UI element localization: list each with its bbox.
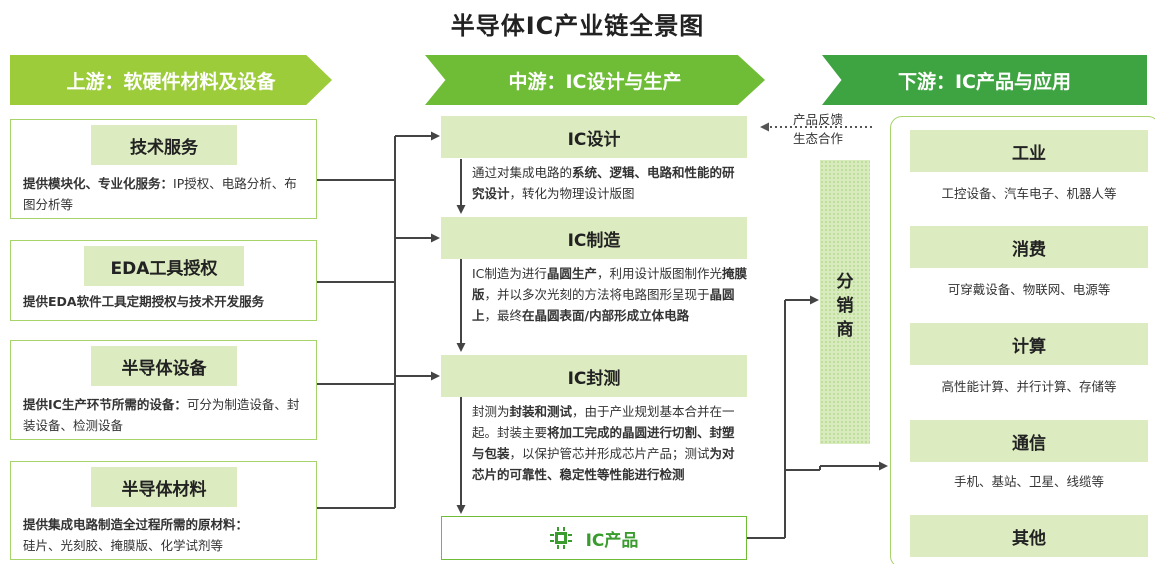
distributor-char-1: 分 (836, 272, 854, 292)
chip-icon (549, 527, 572, 549)
distributor-column: 分 销 商 (820, 160, 870, 444)
stage-downstream-banner: 下游：IC产品与应用 (822, 55, 1147, 105)
page-title: 半导体IC产业链全景图 (450, 12, 705, 40)
downstream-desc-communication: 手机、基站、卫星、线缆等 (953, 474, 1104, 489)
upstream-desc-tech-service: 提供模块化、专业化服务：IP授权、电路分析、布图分析等 (23, 176, 297, 212)
midstream-desc-package: 封测为封装和测试，由于产业规划基本合并在一起。封装主要将加工完成的晶圆进行切割、… (472, 404, 735, 482)
upstream-head-materials: 半导体材料 (91, 467, 237, 507)
upstream-head-eda: EDA工具授权 (84, 246, 244, 286)
upstream-box-tech-service: 技术服务 提供模块化、专业化服务：IP授权、电路分析、布图分析等 (10, 119, 317, 219)
midstream-desc-design: 通过对集成电路的系统、逻辑、电路和性能的研究设计，转化为物理设计版图 (472, 165, 735, 201)
upstream-desc-materials: 提供集成电路制造全过程所需的原材料：硅片、光刻胶、掩膜版、化学试剂等 (23, 517, 249, 553)
downstream-head-computing: 计算 (910, 323, 1148, 365)
downstream-desc-consumer: 可穿戴设备、物联网、电源等 (947, 282, 1111, 297)
midstream-head-manufacture: IC制造 (441, 217, 747, 259)
downstream-head-industry: 工业 (910, 130, 1148, 172)
upstream-desc-eda: 提供EDA软件工具定期授权与技术开发服务 (23, 294, 265, 309)
feedback-label: 产品反馈 生态合作 (768, 110, 868, 148)
downstream-head-communication: 通信 (910, 420, 1148, 462)
upstream-desc-equipment: 提供IC生产环节所需的设备：可分为制造设备、封装设备、检测设备 (23, 397, 300, 433)
ic-product-box: IC产品 (441, 516, 747, 560)
feedback-line-2: 生态合作 (792, 131, 843, 146)
distributor-char-2: 销 (836, 296, 854, 316)
upstream-head-equipment: 半导体设备 (91, 346, 237, 386)
downstream-desc-industry: 工控设备、汽车电子、机器人等 (941, 186, 1117, 201)
upstream-connector (317, 131, 440, 509)
downstream-head-other: 其他 (910, 515, 1148, 557)
distributor-char-3: 商 (836, 320, 854, 340)
downstream-head-consumer: 消费 (910, 226, 1148, 268)
midstream-desc-manufacture: IC制造为进行晶圆生产，利用设计版图制作光掩膜版，并以多次光刻的方法将电路图形呈… (472, 266, 747, 323)
midstream-head-package: IC封测 (441, 355, 747, 397)
upstream-head-tech-service: 技术服务 (91, 125, 237, 165)
upstream-box-equipment: 半导体设备 提供IC生产环节所需的设备：可分为制造设备、封装设备、检测设备 (10, 340, 317, 440)
downstream-desc-computing: 高性能计算、并行计算、存储等 (941, 379, 1117, 394)
ic-product-label: IC产品 (585, 530, 639, 551)
midstream-head-design: IC设计 (441, 116, 747, 158)
stage-upstream-banner: 上游：软硬件材料及设备 (10, 55, 332, 105)
upstream-box-eda: EDA工具授权 提供EDA软件工具定期授权与技术开发服务 (10, 240, 317, 321)
upstream-box-materials: 半导体材料 提供集成电路制造全过程所需的原材料：硅片、光刻胶、掩膜版、化学试剂等 (10, 461, 317, 560)
feedback-line-1: 产品反馈 (792, 112, 843, 127)
stage-midstream-banner: 中游：IC设计与生产 (425, 55, 765, 105)
